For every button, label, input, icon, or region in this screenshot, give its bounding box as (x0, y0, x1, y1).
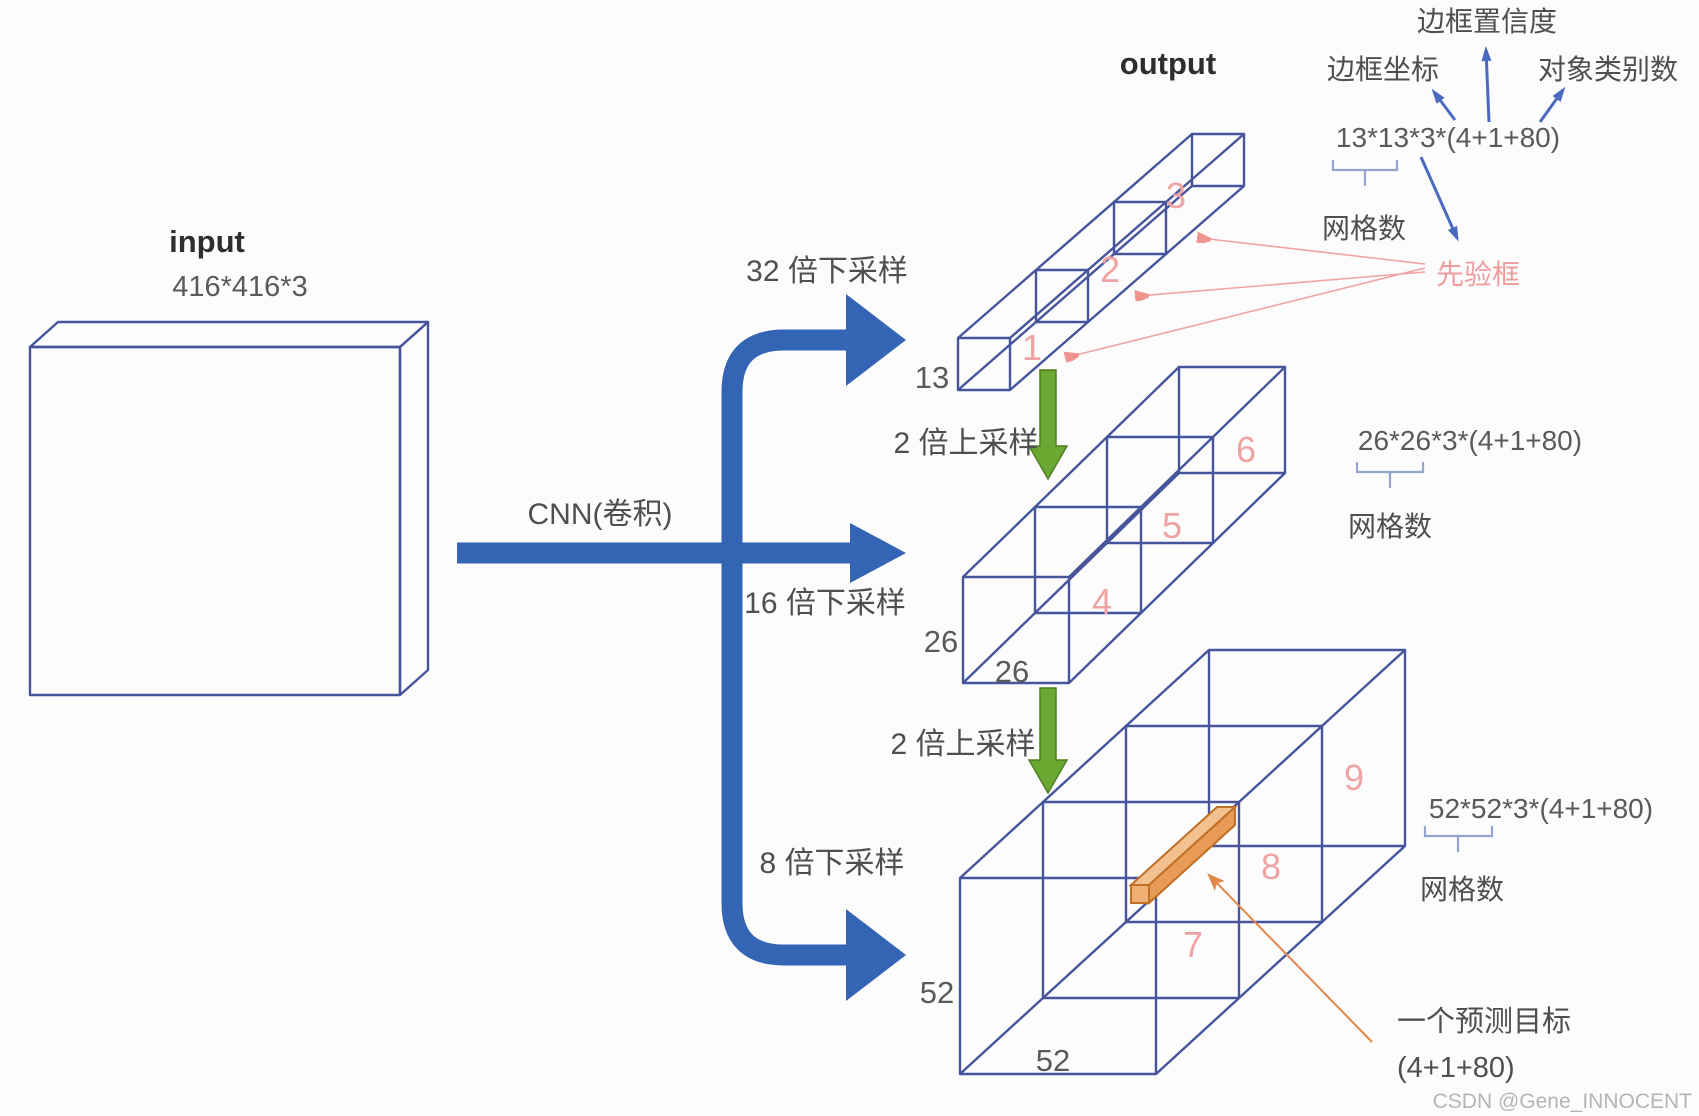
bar13-slice (1112, 200, 1168, 256)
bar13-edge (1009, 185, 1245, 391)
input-label: input (169, 224, 245, 259)
upsample-arrow-bottom (1027, 687, 1069, 795)
prior-arrow-cell3 (1200, 238, 1426, 265)
branch-arrow-path (721, 329, 849, 966)
bar26-edge (962, 472, 1180, 684)
grid-brace-26 (1355, 462, 1425, 488)
sliver-front-face (1130, 884, 1150, 904)
cell-label-6: 6 (1236, 429, 1256, 470)
downsample-8-label: 8 倍下采样 (759, 847, 904, 880)
box52-slice (1207, 648, 1407, 848)
bar26-slice (1105, 435, 1215, 545)
bar13-edge (957, 133, 1193, 339)
formula-26: 26*26*3*(4+1+80) (1358, 425, 1582, 456)
box52-size-label-bottom: 52 (1036, 1043, 1070, 1078)
bar26-edge (1068, 366, 1286, 578)
formula-52: 52*52*3*(4+1+80) (1429, 793, 1653, 824)
input-box-top-face (28, 320, 430, 349)
prediction-pointer-line (1207, 873, 1373, 1043)
cnn-branch-arrows (457, 294, 906, 1001)
formula-13: 13*13*3*(4+1+80) (1336, 122, 1560, 153)
arrow-to-object-classes (1538, 86, 1566, 123)
bar26-edge (1068, 472, 1286, 684)
cell-label-9: 9 (1344, 757, 1364, 798)
cell-label-3: 3 (1166, 175, 1186, 216)
prior-arrow-cell2 (1138, 271, 1426, 296)
input-box (28, 320, 430, 697)
input-dims-label: 416*416*3 (172, 271, 307, 303)
downsample-16-label: 16 倍下采样 (744, 587, 906, 620)
box52-slice (1041, 800, 1241, 1000)
formula-callout-arrows (1419, 46, 1566, 242)
prior-box-label: 先验框 (1436, 259, 1520, 290)
bar26-size-label-left: 26 (924, 624, 958, 659)
box52-size-label-left: 52 (920, 975, 954, 1010)
bar26-slice (961, 575, 1071, 685)
arrow-to-bbox-coord (1431, 88, 1457, 121)
box52-edge (959, 649, 1210, 879)
arrow-to-bbox-confidence (1481, 46, 1492, 123)
downsample-32-arrowhead (846, 294, 906, 386)
bar13-edge (957, 185, 1193, 391)
bbox-coord-label: 边框坐标 (1327, 54, 1439, 85)
grid-count-label-13: 网格数 (1322, 213, 1406, 244)
bar26-size-label-bottom: 26 (995, 654, 1029, 689)
downsample-8-arrowhead (846, 909, 906, 1001)
bar13-slice (1190, 132, 1246, 188)
cell-label-4: 4 (1092, 581, 1112, 622)
prior-arrow-cell1 (1068, 267, 1426, 357)
upsample-arrow-top (1027, 369, 1069, 481)
bar13-size-label: 13 (915, 360, 949, 395)
output-label: output (1120, 46, 1216, 81)
bar26-slice (1033, 505, 1143, 615)
upsample-bottom-label: 2 倍上采样 (890, 728, 1035, 761)
downsample-32-label: 32 倍下采样 (746, 255, 908, 288)
bar26-slice (1177, 365, 1287, 475)
object-classes-label: 对象类别数 (1538, 54, 1678, 85)
bar26-edge (962, 366, 1180, 578)
cell-label-1: 1 (1022, 327, 1042, 368)
grid-count-label-26: 网格数 (1348, 511, 1432, 542)
bar13-edge (1009, 133, 1245, 339)
bbox-confidence-label: 边框置信度 (1417, 6, 1557, 37)
grid-brace-52 (1423, 826, 1494, 852)
prior-box-arrows (1068, 238, 1426, 357)
grid-brace-13 (1331, 160, 1399, 186)
prediction-vector-sliver (1128, 804, 1238, 906)
feature-bar-26 (961, 365, 1287, 685)
feature-bar-13 (956, 132, 1246, 392)
arrow-to-prior-box (1419, 156, 1459, 242)
upsample-top-label: 2 倍上采样 (893, 427, 1038, 460)
cnn-label: CNN(卷积) (528, 498, 673, 531)
box52-edge (1155, 845, 1406, 1075)
input-box-front-face (28, 345, 402, 697)
prediction-target-label: 一个预测目标 (1397, 1005, 1571, 1038)
cell-label-8: 8 (1261, 846, 1281, 887)
cell-label-5: 5 (1162, 505, 1182, 546)
cell-label-2: 2 (1100, 249, 1120, 290)
bar13-slice (1034, 268, 1090, 324)
grid-count-label-52: 网格数 (1420, 874, 1504, 905)
prediction-target-dims: (4+1+80) (1397, 1052, 1515, 1084)
bar13-slice (956, 336, 1012, 392)
input-box-side-face (398, 320, 430, 697)
feature-box-52 (958, 648, 1407, 1076)
watermark: CSDN @Gene_INNOCENT (1433, 1090, 1693, 1113)
cell-label-7: 7 (1183, 924, 1203, 965)
box52-slice (958, 876, 1158, 1076)
downsample-16-arrowhead (850, 523, 906, 583)
box52-slice (1124, 724, 1324, 924)
